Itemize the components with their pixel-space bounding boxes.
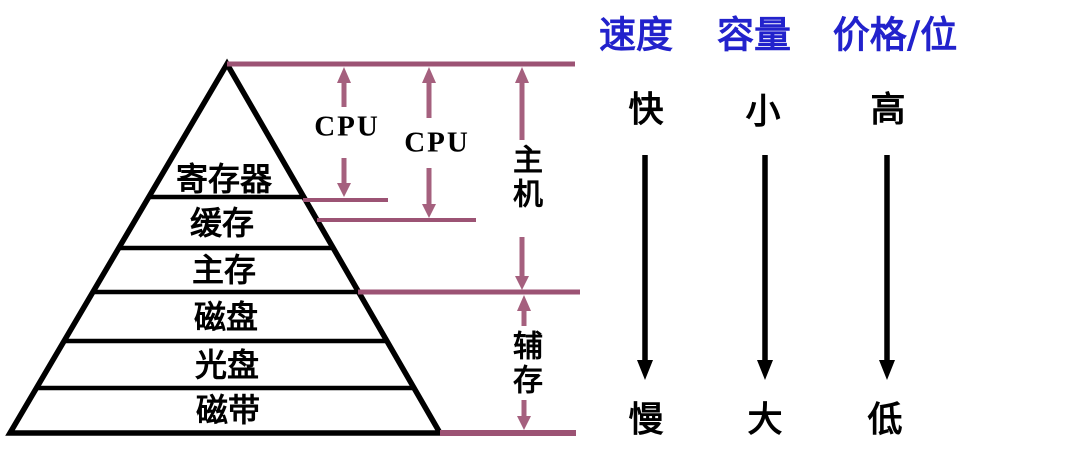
speed-arrow (637, 155, 653, 380)
pyramid-level-main-memory: 主存 (191, 251, 257, 289)
cpu-label-2: CPU (404, 126, 470, 159)
price-bottom-value: 低 (867, 399, 903, 441)
aux-double-arrow (517, 295, 531, 430)
capacity-bottom-value: 大 (747, 399, 783, 441)
cpu-label-1: CPU (314, 110, 380, 143)
host-label: 主机 (507, 144, 542, 212)
column-header-speed: 速度 (599, 12, 673, 57)
price-top-value: 高 (870, 89, 906, 131)
capacity-arrow (757, 155, 773, 380)
capacity-top-value: 小 (745, 91, 781, 133)
pyramid-level-magnetic-tape: 磁带 (195, 391, 261, 429)
pyramid-level-cache: 缓存 (189, 204, 255, 242)
pyramid-level-disk: 磁盘 (193, 298, 259, 336)
pyramid-level-optical-disc: 光盘 (194, 346, 260, 384)
pyramid-divider-lines (36, 194, 414, 391)
column-header-capacity: 容量 (717, 12, 791, 57)
bus-lines (227, 61, 580, 436)
price-arrow (879, 155, 895, 380)
column-header-price-per-bit: 价格/位 (832, 12, 958, 57)
cpu1-double-arrow (337, 67, 351, 197)
pyramid-level-registers: 寄存器 (175, 160, 273, 198)
speed-top-value: 快 (628, 89, 664, 131)
speed-bottom-value: 慢 (628, 399, 664, 441)
cpu2-double-arrow (422, 67, 436, 218)
host-double-arrow (515, 67, 529, 290)
auxiliary-storage-label: 辅存 (507, 330, 542, 398)
